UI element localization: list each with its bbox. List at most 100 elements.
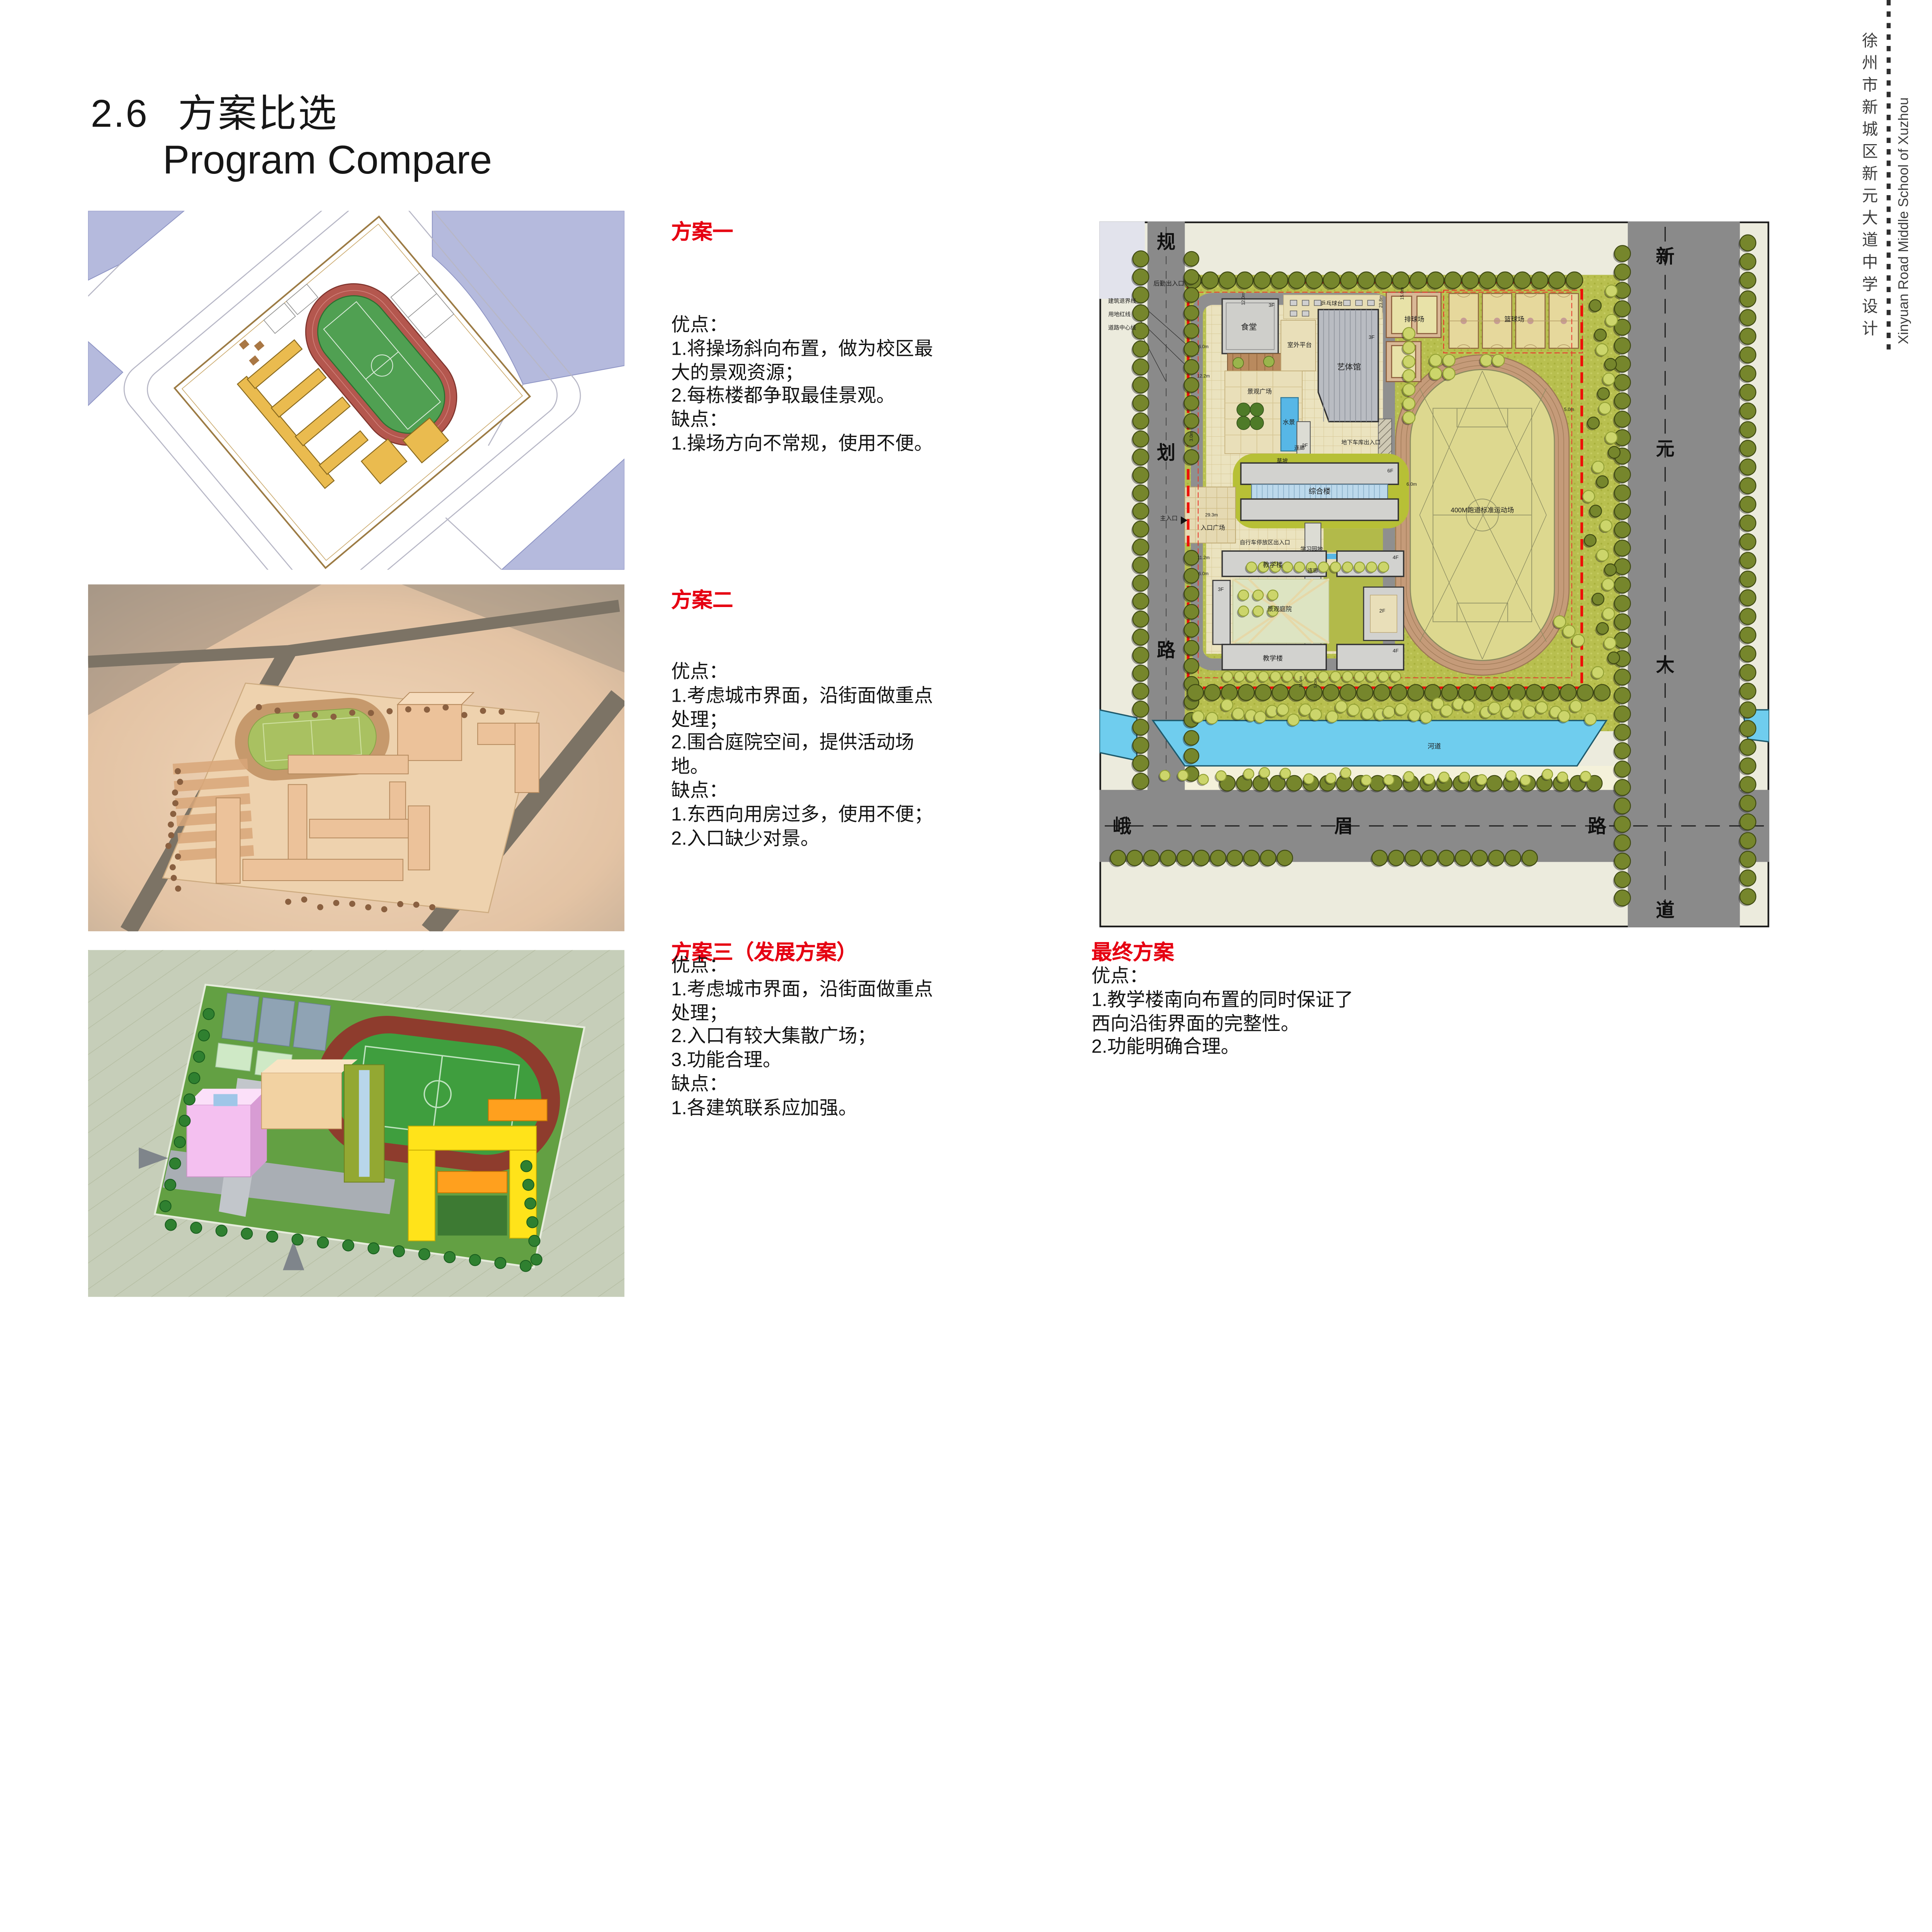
svg-text:篮球场: 篮球场 <box>1504 315 1524 323</box>
svg-text:室外平台: 室外平台 <box>1287 342 1312 349</box>
scheme-3-image <box>88 950 625 1297</box>
canteen <box>1221 298 1279 354</box>
basketball-courts <box>1443 289 1583 354</box>
complex-building-south <box>1240 498 1399 521</box>
svg-text:教学楼: 教学楼 <box>1263 561 1283 569</box>
entrance-arrow-icon <box>283 1241 304 1270</box>
building-blocks <box>186 1059 548 1242</box>
scheme-2-heading: 方案二 <box>671 590 733 612</box>
svg-text:草坡: 草坡 <box>1277 458 1288 464</box>
svg-text:路: 路 <box>1157 640 1176 661</box>
svg-text:划: 划 <box>1157 442 1175 463</box>
svg-text:4F: 4F <box>1393 554 1398 560</box>
svg-text:12.0m: 12.0m <box>1241 293 1246 305</box>
teaching-building <box>1221 644 1327 671</box>
svg-text:连廊: 连廊 <box>1308 567 1318 573</box>
presentation-board: 2.6 方案比选 Program Compare <box>88 0 1912 1297</box>
scheme-1-heading: 方案一 <box>671 221 733 244</box>
page-title: 2.6 方案比选 <box>91 83 338 139</box>
svg-text:6.0m: 6.0m <box>1199 571 1209 576</box>
svg-text:2F: 2F <box>1379 608 1385 614</box>
svg-text:29.3m: 29.3m <box>1205 512 1218 517</box>
trees <box>1109 234 1757 908</box>
scheme-3-text: 优点： 1.考虑城市界面，沿街面做重点 处理； 2.入口有较大集散广场； 3.功… <box>671 955 933 1119</box>
svg-text:排球场: 排球场 <box>1404 315 1424 323</box>
svg-text:主入口: 主入口 <box>1160 515 1178 522</box>
trees <box>159 1008 543 1272</box>
final-scheme-heading: 最终方案 <box>1091 942 1174 965</box>
scheme-3-heading: 方案三（发展方案） <box>671 942 857 965</box>
svg-text:3F: 3F <box>1369 334 1374 340</box>
svg-text:艺体馆: 艺体馆 <box>1337 362 1361 371</box>
svg-text:景观庭院: 景观庭院 <box>1267 605 1292 612</box>
running-track <box>1395 354 1570 676</box>
svg-text:11.4m: 11.4m <box>1299 676 1303 688</box>
svg-text:综合楼: 综合楼 <box>1309 487 1331 496</box>
teaching-building <box>1336 644 1405 671</box>
sidebar-divider <box>1886 0 1891 350</box>
sidebar-project-title-en: Xinyuan Road Middle School of Xuzhou <box>1896 97 1912 344</box>
svg-text:12.2m: 12.2m <box>1197 374 1210 379</box>
svg-text:用地红线: 用地红线 <box>1108 311 1131 318</box>
svg-text:教学楼: 教学楼 <box>1263 654 1283 662</box>
svg-text:自行车停放区出入口: 自行车停放区出入口 <box>1240 539 1290 546</box>
svg-text:新: 新 <box>1656 246 1674 267</box>
svg-text:5.0m: 5.0m <box>1313 679 1318 688</box>
svg-text:水景: 水景 <box>1283 419 1295 426</box>
svg-text:道: 道 <box>1656 900 1674 921</box>
bare-trees <box>165 704 505 913</box>
svg-text:路: 路 <box>1588 816 1607 837</box>
scheme-1-image <box>88 211 625 570</box>
corridor <box>1296 421 1311 459</box>
water-feature <box>1280 397 1299 452</box>
svg-text:道路中心线: 道路中心线 <box>1108 325 1136 331</box>
svg-text:5.0m: 5.0m <box>1564 407 1574 412</box>
svg-text:眉: 眉 <box>1334 816 1353 837</box>
scheme-2-text: 优点： 1.考虑城市界面，沿街面做重点 处理； 2.围合庭院空间，提供活动场 地… <box>671 662 933 850</box>
svg-text:规: 规 <box>1157 231 1175 252</box>
svg-text:河道: 河道 <box>1428 742 1441 750</box>
svg-text:峨: 峨 <box>1113 816 1131 837</box>
svg-text:建筑退界线: 建筑退界线 <box>1108 298 1136 304</box>
courts <box>263 272 454 339</box>
svg-text:4F: 4F <box>1393 648 1398 654</box>
svg-text:23.8m: 23.8m <box>1378 295 1383 308</box>
complex-building-north <box>1240 462 1399 485</box>
master-plan-drawing: 规划路新元大道峨眉路后勤出入口建筑退界线用地红线道路中心线食堂3F乒乓球台排球场… <box>1097 219 1771 929</box>
svg-text:400M跑道标准运动场: 400M跑道标准运动场 <box>1451 506 1514 514</box>
scheme-1-text: 优点： 1.将操场斜向布置，做为校区最 大的景观资源； 2.每栋楼都争取最佳景观… <box>671 315 933 455</box>
roads <box>1099 221 1769 927</box>
svg-text:元: 元 <box>1656 438 1674 459</box>
svg-text:3.0m: 3.0m <box>1189 431 1194 441</box>
svg-text:6.0m: 6.0m <box>1406 481 1417 487</box>
svg-text:3F: 3F <box>1218 587 1224 592</box>
building-blocks <box>216 692 540 884</box>
track-field <box>305 283 457 446</box>
sidebar-project-title-zh: 徐州市新城区新元大道中学设计 <box>1860 32 1879 342</box>
svg-text:地下车库出入口: 地下车库出入口 <box>1341 439 1381 446</box>
svg-text:11.2m: 11.2m <box>1197 555 1210 560</box>
buildings <box>1184 298 1409 671</box>
title-en: Program Compare <box>163 139 492 183</box>
svg-text:6.0m: 6.0m <box>1199 344 1209 349</box>
svg-text:学习园地: 学习园地 <box>1300 546 1323 553</box>
main-entrance-arrow-icon <box>1180 516 1188 525</box>
svg-text:15.0m: 15.0m <box>1400 287 1405 300</box>
svg-text:6F: 6F <box>1387 468 1393 473</box>
svg-text:后勤出入口: 后勤出入口 <box>1153 280 1184 287</box>
svg-text:乒乓球台: 乒乓球台 <box>1320 301 1343 307</box>
final-scheme-text: 优点： 1.教学楼南向布置的同时保证了 西向沿街界面的完整性。 2.功能明确合理… <box>1091 966 1354 1059</box>
scheme-1-axon-drawing <box>88 211 625 570</box>
section-number: 2.6 <box>90 93 149 136</box>
svg-text:2F: 2F <box>1302 442 1308 448</box>
title-zh: 方案比选 <box>178 93 338 136</box>
entrance-arrow-icon <box>139 1147 168 1169</box>
svg-text:食堂: 食堂 <box>1241 323 1257 332</box>
scheme-2-render <box>88 584 625 932</box>
building-blocks <box>236 339 449 489</box>
svg-text:3F: 3F <box>1269 302 1274 308</box>
arts-sports-hall <box>1317 309 1379 422</box>
scheme-3-model <box>88 950 625 1297</box>
